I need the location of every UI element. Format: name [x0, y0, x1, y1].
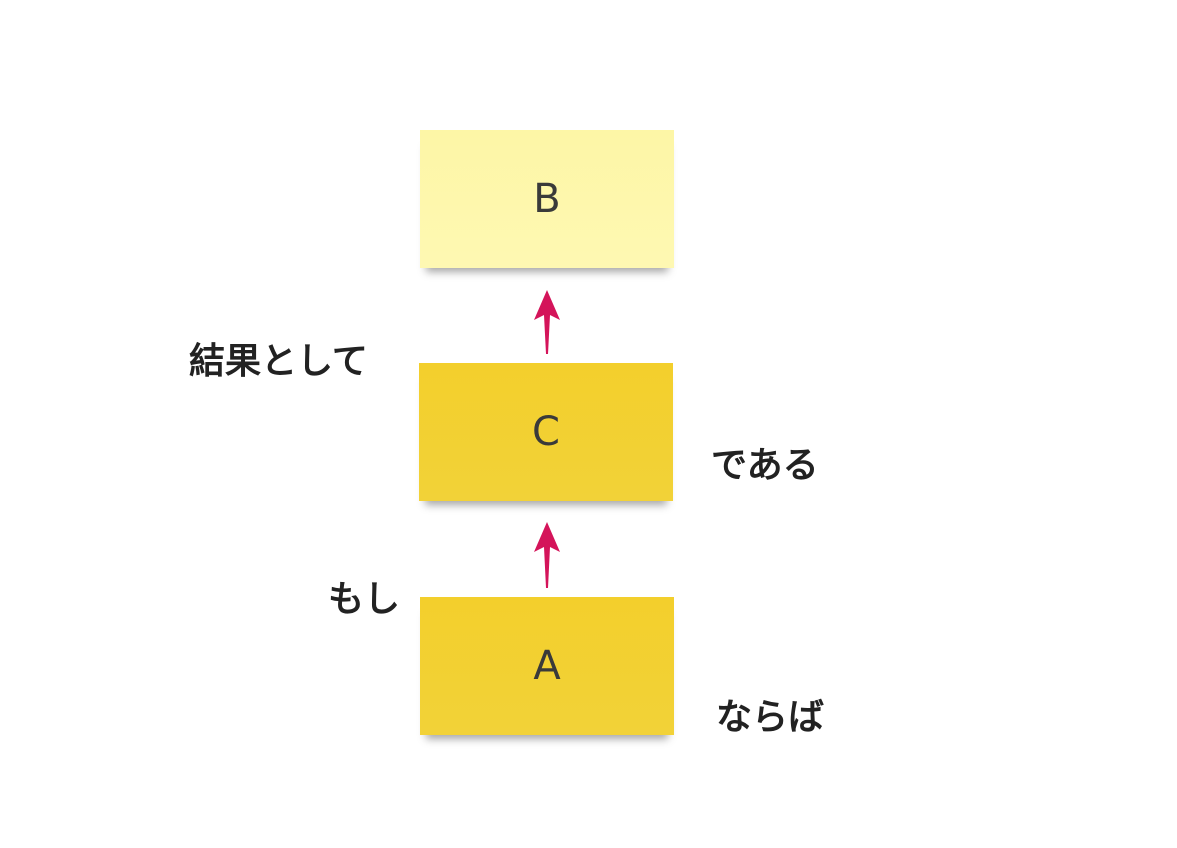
sticky-note-a[interactable]: A [420, 597, 674, 735]
label-then: ならば [716, 697, 825, 738]
sticky-note-c[interactable]: C [419, 363, 673, 501]
sticky-note-c-label: C [532, 409, 560, 455]
arrow-up-icon [534, 522, 560, 588]
sticky-note-b-label: B [533, 176, 561, 222]
label-if: もし [328, 579, 401, 620]
sticky-note-a-label: A [533, 643, 561, 689]
label-is: である [711, 445, 819, 486]
sticky-note-b[interactable]: B [420, 130, 674, 268]
arrow-up-icon [534, 290, 560, 354]
label-as-a-result: 結果として [189, 341, 368, 382]
